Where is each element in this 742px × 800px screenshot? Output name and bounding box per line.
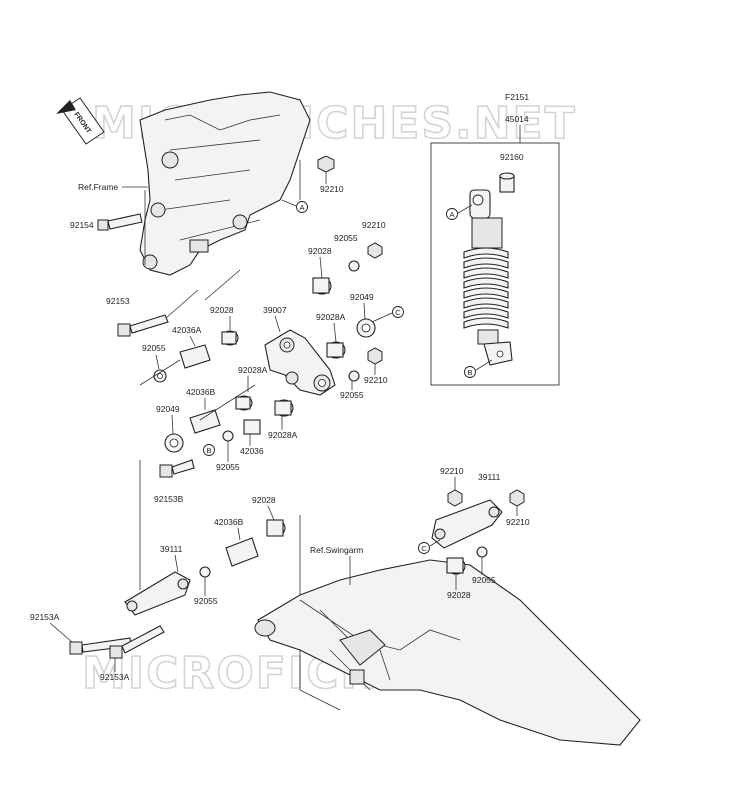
label-seal-right-1: 92049 [350,292,374,302]
washer-right-2-icon [348,370,360,382]
label-rocker-arm: 39007 [263,305,287,315]
tie-rod-left-icon [124,571,191,616]
label-washer-right-1: 92055 [334,233,358,243]
figure-code: F2151 [505,92,529,102]
label-washer-left-1: 92055 [142,343,166,353]
label-washer-lower-right: 92055 [472,575,496,585]
label-seal-left: 92049 [156,404,180,414]
label-bolt-b: 92153B [154,494,184,504]
seal-left-icon [164,433,184,453]
sleeve-left-b-icon [189,409,221,434]
label-collar-lower-right: 92028 [447,590,471,600]
callout-c-lower: C [418,542,430,554]
front-arrow-icon: FRONT [56,97,105,145]
label-tie-rod-left: 39111 [160,544,183,554]
label-bolt-frame-lower: 92153 [106,296,130,306]
svg-text:C: C [395,308,401,317]
label-sleeve-left-a: 42036A [172,325,202,335]
callout-a-frame: A [296,201,308,213]
collar-center-a-icon [274,399,294,417]
nut-lower-right-2-icon [509,489,525,507]
label-washer-right-2: 92055 [340,390,364,400]
label-collar-lower: 92028 [252,495,276,505]
label-sleeve-lower-b: 42036B [214,517,244,527]
nut-lower-right-1-icon [447,489,463,507]
sleeve-center-icon [243,419,261,435]
label-sleeve-left-b: 42036B [186,387,216,397]
shock-assembly-box [430,142,560,386]
label-shock-collar: 92160 [500,152,524,162]
collar-lower-icon [266,519,286,537]
ref-frame-label: Ref.Frame [78,182,118,192]
washer-right-1-icon [348,260,360,272]
svg-text:B: B [206,446,211,455]
washer-lower-right-icon [476,546,488,558]
callout-b-center: B [203,444,215,456]
nut-top-icon [317,155,335,173]
label-collar-left-a: 92028A [238,365,268,375]
label-bolt-a-2: 92153A [100,672,130,682]
callout-a-shock: A [446,208,458,220]
shock-collar-icon [499,172,515,193]
collar-right-1-icon [312,277,332,295]
label-washer-center: 92055 [216,462,240,472]
collar-right-a-icon [326,341,346,359]
ref-swingarm-label: Ref.Swingarm [310,545,363,555]
callout-b-shock: B [464,366,476,378]
swingarm-illustration [254,559,641,746]
label-collar-right-a: 92028A [316,312,346,322]
rocker-arm-icon [264,329,336,396]
sleeve-lower-b-icon [225,537,259,567]
label-washer-lower: 92055 [194,596,218,606]
label-nut-right-2: 92210 [364,375,388,385]
nut-top-2-icon [367,242,383,259]
label-collar-right-1: 92028 [308,246,332,256]
label-bolt-frame-upper: 92154 [70,220,94,230]
collar-left-1-icon [221,330,239,346]
label-sleeve-center: 42036 [240,446,264,456]
label-nut-top-1: 92210 [320,184,344,194]
label-collar-left-1: 92028 [210,305,234,315]
label-nut-lower-right-2: 92210 [506,517,530,527]
svg-text:A: A [449,210,454,219]
svg-text:B: B [467,368,472,377]
label-tie-rod-right: 39111 [478,472,501,482]
bolt-a-2-icon [109,625,165,659]
label-nut-top-2: 92210 [362,220,386,230]
svg-text:C: C [421,544,427,553]
nut-right-2-icon [367,347,383,365]
bolt-92154-icon [97,213,143,231]
sleeve-left-a-icon [179,344,211,369]
shock-absorber-icon [463,189,513,366]
svg-text:A: A [299,203,304,212]
bolt-b-icon [159,459,195,478]
callout-c-right: C [392,306,404,318]
label-collar-center-a: 92028A [268,430,298,440]
washer-center-icon [222,430,234,442]
label-shock-assembly: 45014 [505,114,529,124]
bolt-92153-icon [117,314,169,337]
collar-lower-right-icon [446,557,466,575]
washer-lower-icon [199,566,211,578]
washer-left-1-icon [153,369,167,383]
collar-left-a-icon [235,395,253,411]
label-bolt-a-1: 92153A [30,612,60,622]
frame-illustration [139,91,311,276]
tie-rod-right-icon [431,499,503,549]
seal-right-1-icon [356,318,376,338]
label-nut-lower-right-1: 92210 [440,466,464,476]
